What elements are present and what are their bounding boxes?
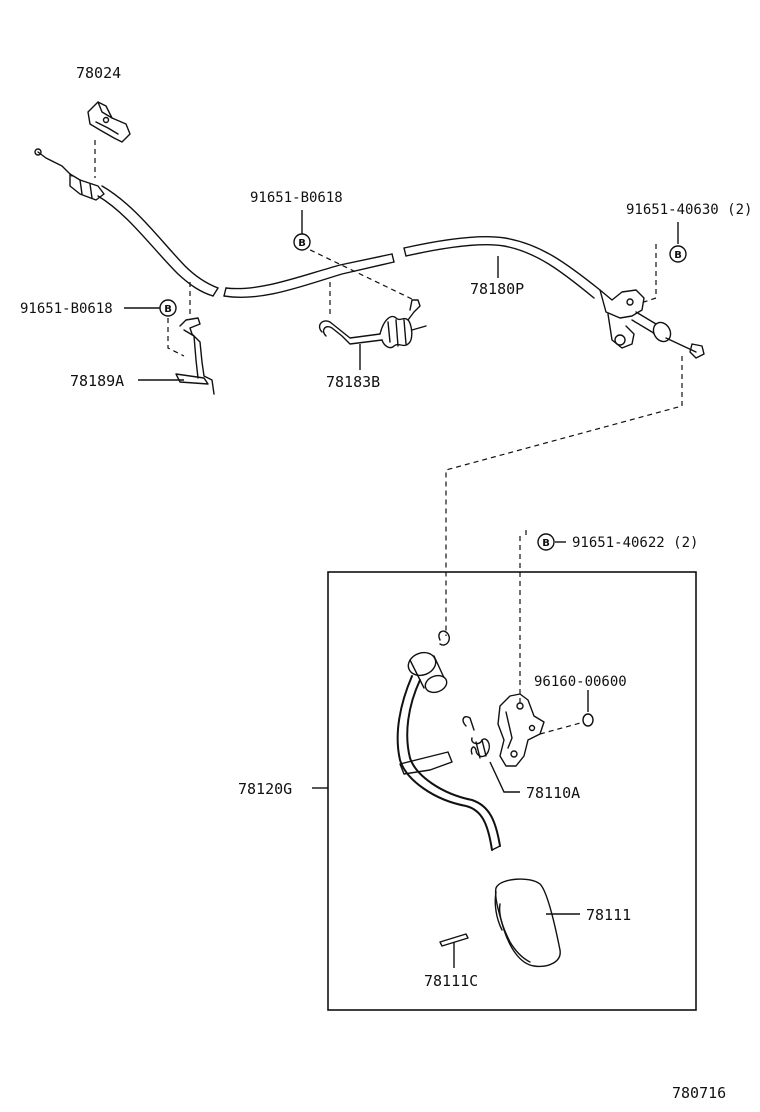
label-cable: 78180P [470,280,524,298]
cable-guide-part [175,317,215,395]
dash-clip-left [167,318,185,357]
label-spring-bracket: 78110A [526,784,580,802]
badge-clip-left: B [159,299,177,317]
label-bracket-pedal: 91651-40622 (2) [572,535,698,551]
label-pin: 78111C [424,972,478,990]
dash-spring-clip [301,245,415,301]
svg-text:B: B [542,538,550,549]
accelerator-cable [34,148,705,359]
pedal-spring-part [462,716,491,759]
label-clip-upper: 91651-B0618 [250,190,343,206]
svg-text:B: B [298,238,306,249]
leader-spring-bracket [489,761,520,793]
label-bracket-right: 91651-40630 (2) [626,202,752,218]
label-pedal-assembly: 78120G [238,780,292,798]
svg-text:B: B [674,250,682,261]
pedal-pad-part [494,878,561,968]
label-cable-clamp: 78024 [76,64,121,82]
label-clip-left: 91651-B0618 [20,301,113,317]
svg-text:B: B [164,304,172,315]
label-cable-guide: 78189A [70,372,124,390]
pedal-bracket-part [497,693,545,767]
badge-bracket-pedal: B [537,533,555,551]
badge-clip-upper: B [293,233,311,251]
label-nut: 96160-00600 [534,674,627,690]
dash-bracket-right [643,244,657,303]
pin-part [439,933,469,947]
label-spring-clip: 78183B [326,373,380,391]
badge-bracket-right: B [669,245,687,263]
pedal-assembly-box [327,571,697,1011]
spring-clip-part [318,299,427,349]
cable-clamp-part [87,101,131,143]
figure-code: 780716 [672,1084,726,1102]
label-pedal-pad: 78111 [586,906,631,924]
dash-nut [539,721,585,735]
pedal-lever-part [396,630,501,851]
nut-part [582,713,594,727]
dash-cable-to-pedal [445,356,683,636]
